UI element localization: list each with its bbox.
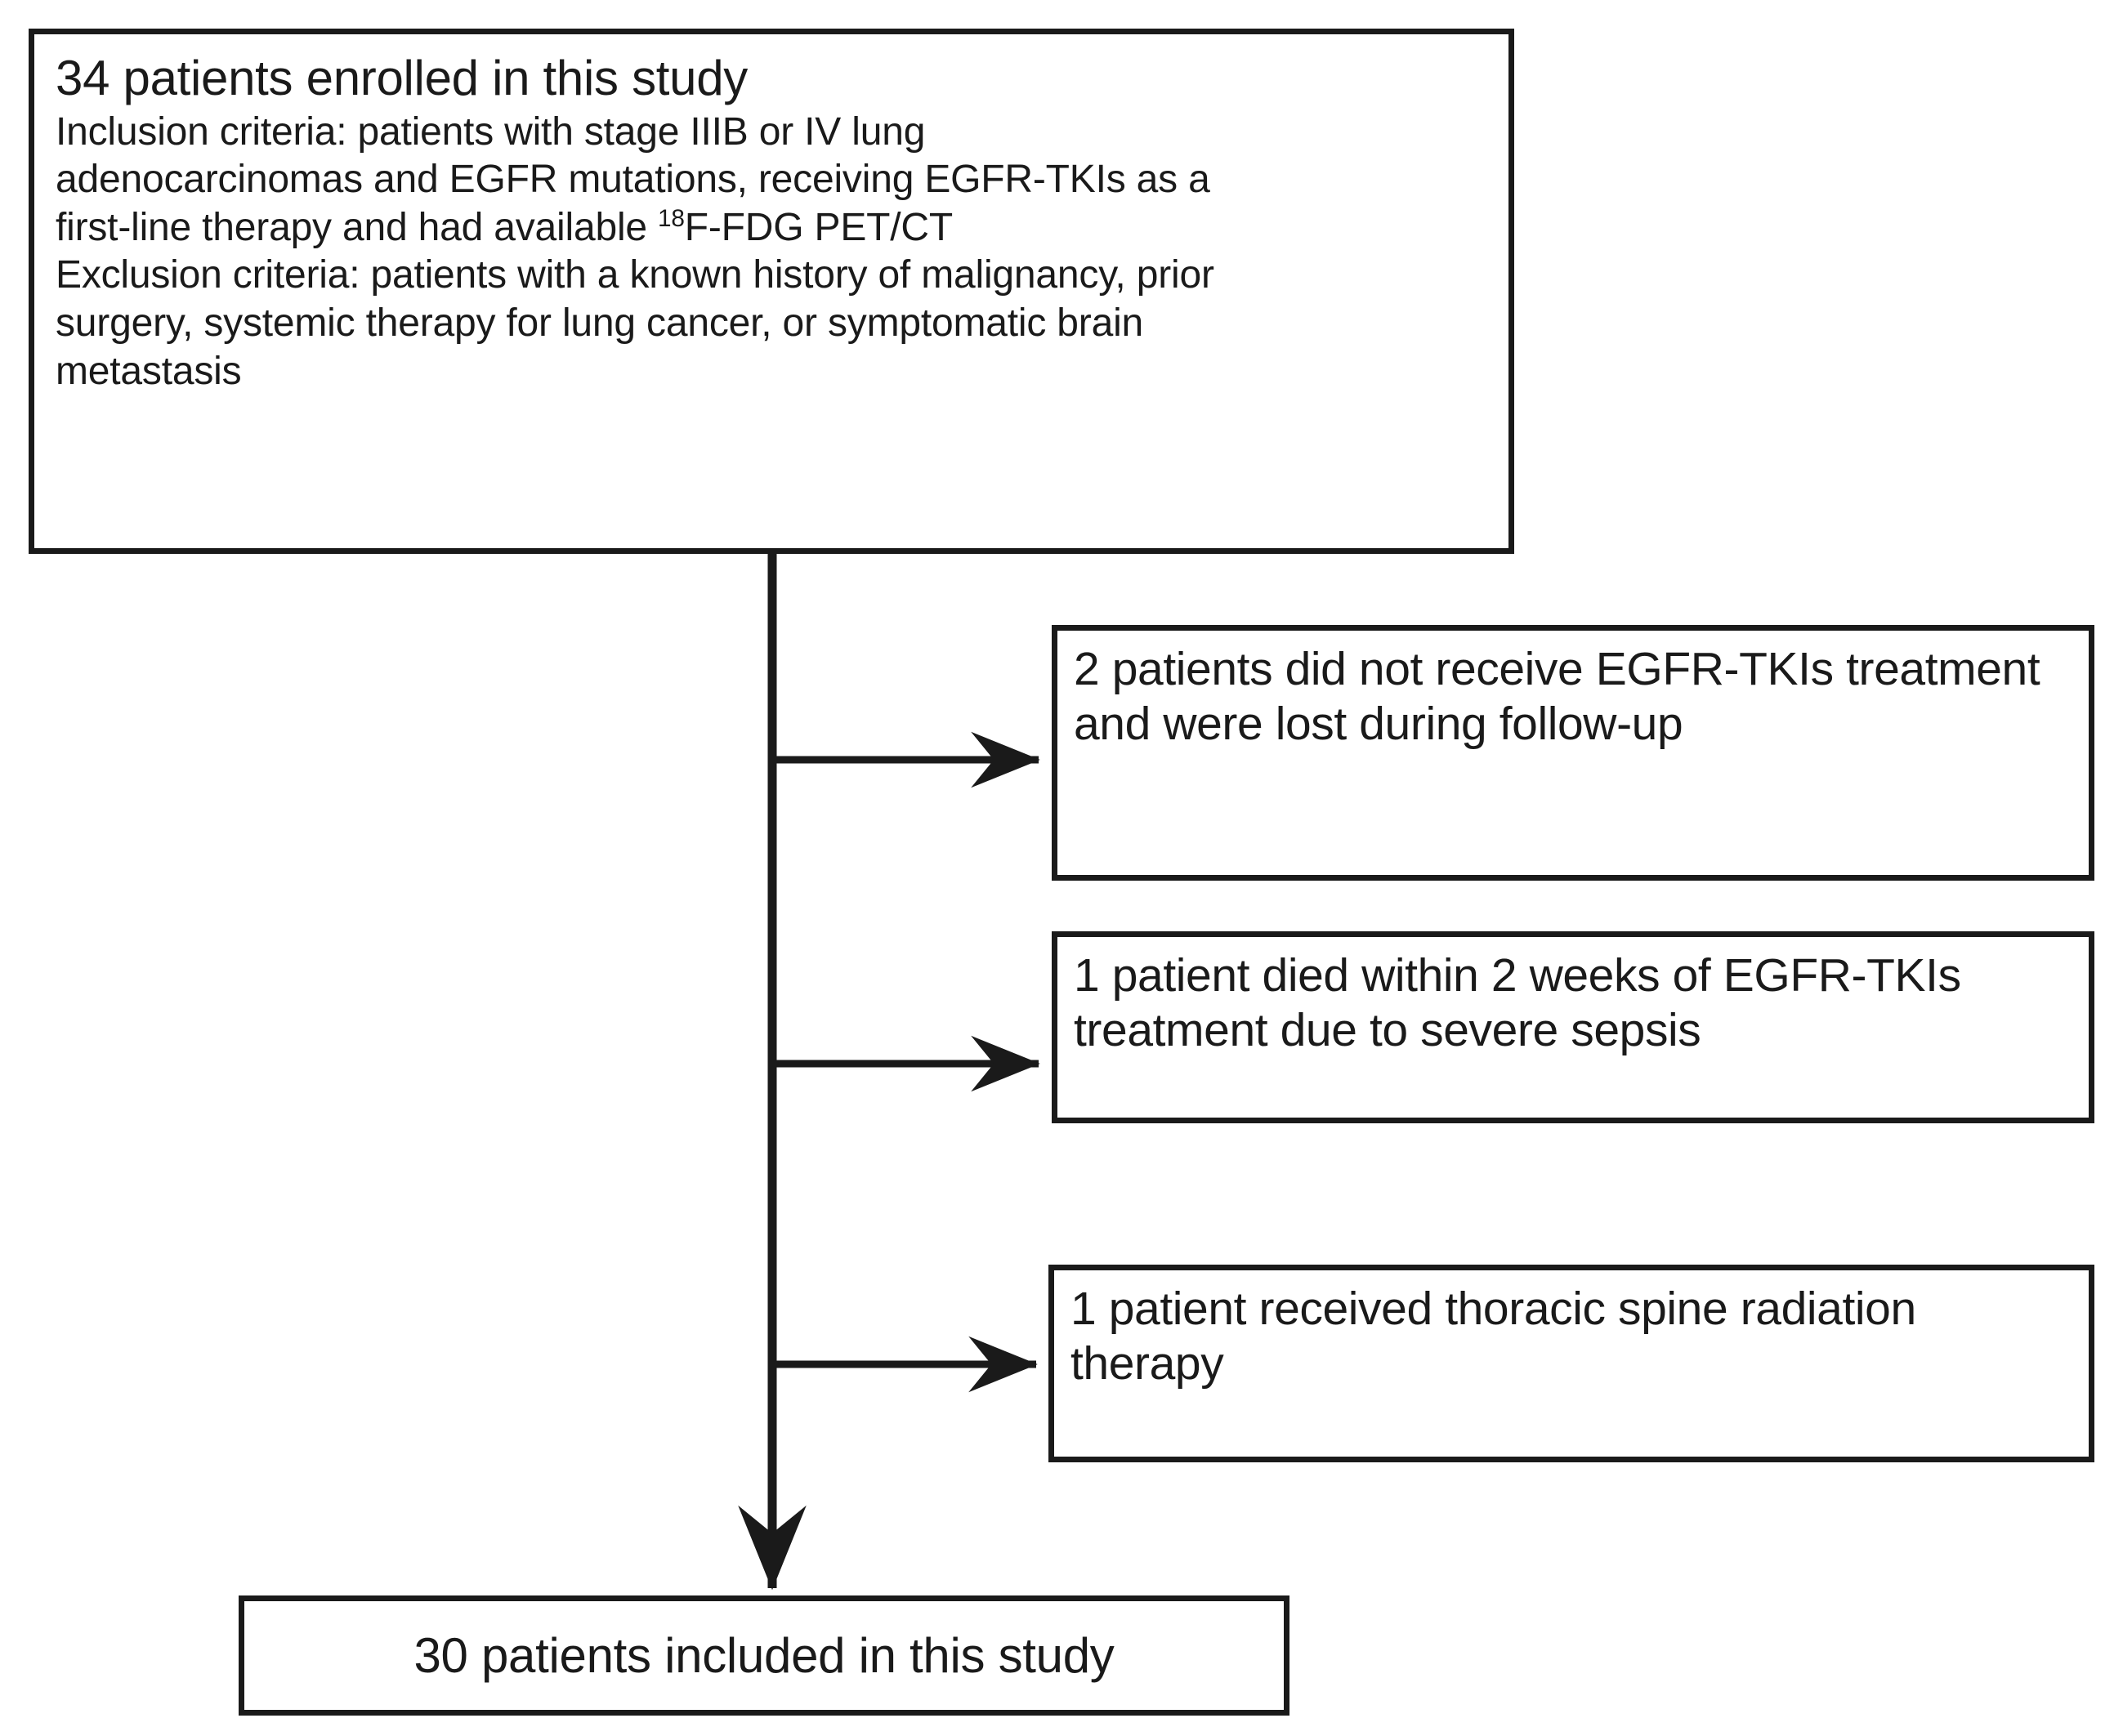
exclusion-box-3: 1 patient received thoracic spine radiat…	[1048, 1265, 2094, 1462]
exclusion-criteria-line-2: surgery, systemic therapy for lung cance…	[56, 301, 1144, 345]
exclusion-criteria-line-1: Exclusion criteria: patients with a know…	[56, 253, 1214, 297]
inclusion-criteria-line-2: adenocarcinomas and EGFR mutations, rece…	[56, 158, 1210, 202]
enrolled-patients-title: 34 patients enrolled in this study	[56, 51, 748, 105]
exclusion-box-1-text: 2 patients did not receive EGFR-TKIs tre…	[1074, 643, 2040, 751]
included-patients-box: 30 patients included in this study	[239, 1595, 1289, 1716]
exclusion-box-1: 2 patients did not receive EGFR-TKIs tre…	[1052, 625, 2094, 881]
inclusion-criteria-line-3: first-line therapy and had available 18F…	[56, 204, 1487, 252]
isotope-superscript: 18	[658, 204, 685, 232]
inclusion-criteria-line-3-pre: first-line therapy and had available	[56, 205, 659, 249]
exclusion-box-3-text: 1 patient received thoracic spine radiat…	[1070, 1283, 1916, 1390]
included-patients-text: 30 patients included in this study	[413, 1627, 1115, 1683]
enrolled-patients-box: 34 patients enrolled in this study Inclu…	[29, 29, 1514, 554]
inclusion-criteria-line-1: Inclusion criteria: patients with stage …	[56, 109, 926, 154]
exclusion-criteria-line-3: metastasis	[56, 349, 242, 393]
inclusion-criteria-line-3-post: F-FDG PET/CT	[684, 205, 953, 249]
exclusion-box-2: 1 patient died within 2 weeks of EGFR-TK…	[1052, 931, 2094, 1123]
exclusion-box-2-text: 1 patient died within 2 weeks of EGFR-TK…	[1074, 949, 1961, 1057]
